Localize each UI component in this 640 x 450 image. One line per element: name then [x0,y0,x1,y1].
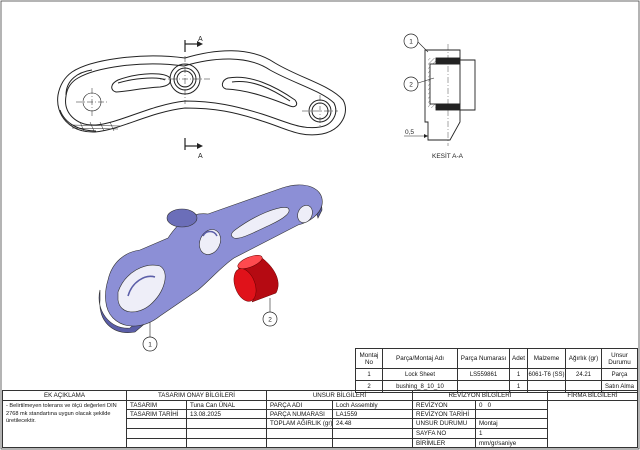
empty-cell [127,429,187,439]
tasarim-value: Tuna Can ÜNAL [187,401,267,410]
ek-aciklama-text: - Belirtilmeyen tolerans ve ölçü değerle… [3,401,127,448]
parca-numarasi-label: PARÇA NUMARASI [267,410,333,419]
revizyon-value: 0 0 [476,401,548,410]
revizyon-tarihi-label: REVİZYON TARİHİ [413,410,476,419]
balloon-section-1: 1 [403,33,419,49]
title-block: EK AÇIKLAMA - Belirtilmeyen tolerans ve … [2,390,638,448]
bom-header-parca-numarasi: Parça Numarası [457,348,510,369]
bom-cell: Parça [601,368,638,381]
bom-cell: Lock Sheet [382,368,458,381]
empty-cell [333,439,413,448]
isometric-view [98,184,323,338]
tasarim-label: TASARIM [127,401,187,410]
balloon-iso-1: 1 [142,336,158,352]
svg-text:2: 2 [409,82,413,89]
parca-adi-label: PARÇA ADI [267,401,333,410]
top-view [57,40,346,150]
tasarim-tarihi-value: 13.08.2025 [187,410,267,419]
bom-cell: Satın Alma [601,380,638,393]
firma-header: FİRMA BİLGİLERİ [548,391,637,401]
unsur-durumu-label: UNSUR DURUMU [413,419,476,429]
bom-header-malzeme: Malzeme [527,348,566,369]
table-row: 1 Lock Sheet LS559861 1 6061-T6 (SS) 24.… [355,368,638,381]
revizyon-label: REVİZYON [413,401,476,410]
firma-logo-area [548,401,637,448]
bom-cell: 24.21 [565,368,602,381]
bom-header-montaj-no: Montaj No [355,348,383,369]
bom-cell: LS559861 [457,368,510,381]
bom-cell: 1 [509,368,528,381]
empty-cell [187,439,267,448]
parca-numarasi-value: LA1559 [333,410,413,419]
bom-table: Montaj No Parça/Montaj Adı Parça Numaras… [355,348,638,393]
revizyon-tarihi-value [476,410,548,419]
section-view [404,41,476,146]
svg-text:1: 1 [409,39,413,46]
empty-cell [127,419,187,429]
bom-header-adet: Adet [509,348,528,369]
empty-cell [267,429,333,439]
unsur-durumu-value: Montaj [476,419,548,429]
tasarim-tarihi-label: TASARIM TARİHİ [127,410,187,419]
unsur-header: UNSUR BİLGİLERİ [267,391,413,401]
sayfa-no-value: 1 [476,429,548,439]
toplam-agirlik-label: TOPLAM AĞIRLIK (gr) [267,419,333,429]
empty-cell [187,419,267,429]
svg-text:2: 2 [268,317,272,324]
bom-cell: 6061-T6 (SS) [527,368,566,381]
parca-adi-value: Loch Assembly [333,401,413,410]
bushing-red [233,255,279,303]
balloon-section-2: 2 [403,76,419,92]
svg-text:1: 1 [148,342,152,349]
ek-aciklama-header: EK AÇIKLAMA [3,391,127,401]
birimler-value: mm/gr/saniye [476,439,548,448]
empty-cell [187,429,267,439]
empty-cell [267,439,333,448]
birimler-label: BİRİMLER [413,439,476,448]
section-label-top: A [198,36,203,43]
bom-cell: 1 [355,368,383,381]
toplam-agirlik-value: 24.48 [333,419,413,429]
bom-header-row: Montaj No Parça/Montaj Adı Parça Numaras… [355,348,638,369]
onay-header: TASARIM ONAY BİLGİLERİ [127,391,267,401]
revizyon-header: REVİZYON BİLGİLERİ [413,391,548,401]
balloon-iso-2: 2 [262,311,278,327]
empty-cell [127,439,187,448]
empty-cell [333,429,413,439]
dimension-value: 0,5 [405,129,414,136]
bom-header-unsur-durumu: Unsur Durumu [601,348,638,369]
section-label-bottom: A [198,153,203,160]
bom-header-agirlik: Ağırlık (gr) [565,348,602,369]
bom-header-parca-adi: Parça/Montaj Adı [382,348,458,369]
table-row: 2 bushing_8_10_10 1 Satın Alma [355,380,638,393]
sayfa-no-label: SAYFA NO [413,429,476,439]
section-view-title: KESİT A-A [432,151,464,160]
